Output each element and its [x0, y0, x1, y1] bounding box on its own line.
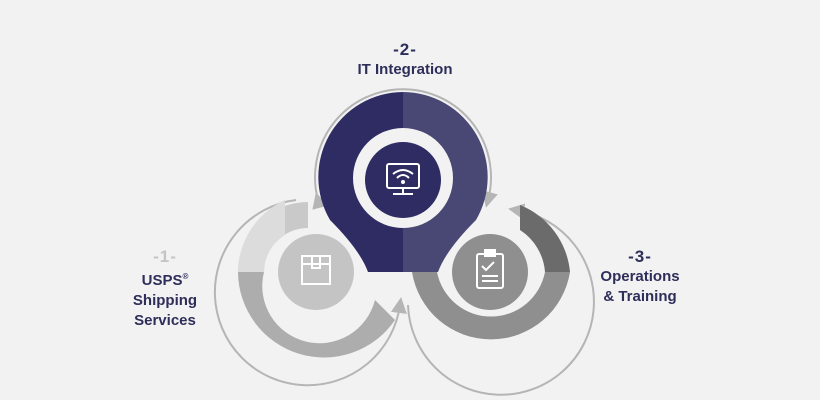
- step-2-keyhole: [318, 92, 488, 272]
- step-1-label: -1- USPS® Shipping Services: [105, 247, 225, 331]
- step-3-number: -3-: [628, 247, 652, 266]
- clipboard-checklist-icon: [476, 249, 504, 289]
- step-3-title-line2: & Training: [603, 288, 677, 305]
- step-2-title: IT Integration: [357, 61, 453, 78]
- step-1-title-line2: Shipping: [132, 292, 198, 309]
- monitor-wifi-icon: [386, 163, 420, 195]
- step-1-title-line1: USPS: [141, 272, 183, 289]
- step-1-number: -1-: [153, 247, 177, 266]
- step-3-title: Operations & Training: [580, 267, 700, 307]
- step-2-circle: [365, 142, 441, 218]
- cycle-arc-top: [312, 88, 498, 210]
- step-2-label: -2- IT Integration: [330, 40, 480, 80]
- step-1-title: USPS® Shipping Services: [105, 267, 225, 331]
- step-2-number: -2-: [393, 40, 417, 59]
- step-1-title-line3: Services: [134, 312, 196, 329]
- step-1-circle: [278, 234, 354, 310]
- cycle-arc-left: [213, 199, 407, 387]
- registered-mark: ®: [182, 272, 189, 281]
- package-box-icon: [301, 255, 331, 285]
- step-3-label: -3- Operations & Training: [580, 247, 700, 307]
- step-3-circle: [452, 234, 528, 310]
- step-1-ring: [238, 200, 395, 358]
- cycle-arc-right: [407, 203, 595, 396]
- step-3-title-line1: Operations: [600, 268, 680, 285]
